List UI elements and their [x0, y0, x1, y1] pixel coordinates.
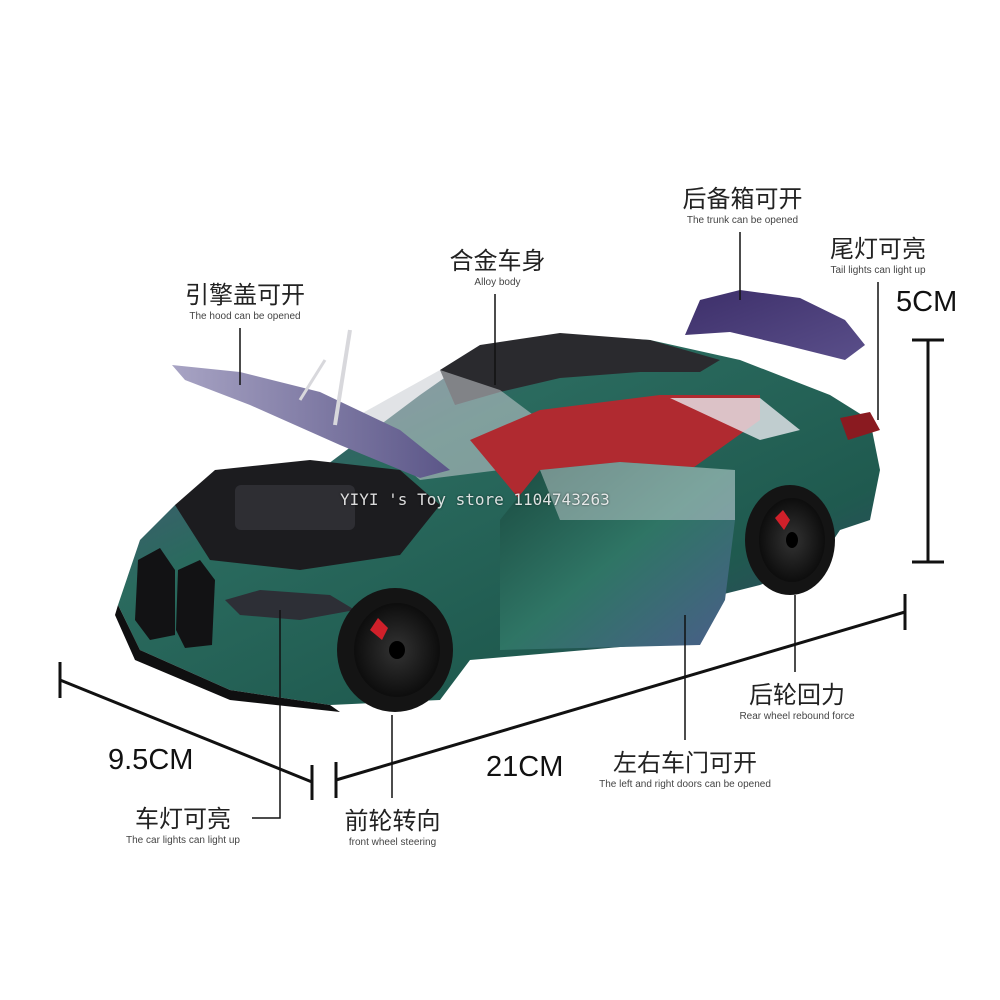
front-wheel [337, 588, 453, 712]
car-roof [440, 333, 720, 405]
label-doors-en: The left and right doors can be opened [599, 779, 771, 790]
label-taillights: 尾灯可亮 Tail lights can light up [808, 234, 948, 278]
label-body-cn: 合金车身 [449, 247, 546, 275]
label-rear-wheel-en: Rear wheel rebound force [739, 711, 855, 722]
label-hood-cn: 引擎盖可开 [185, 281, 305, 309]
door-window [540, 462, 735, 520]
engine-cover [235, 485, 355, 530]
label-hood: 引擎盖可开 The hood can be opened [165, 280, 325, 324]
front-grille [135, 548, 175, 640]
label-headlights-cn: 车灯可亮 [135, 805, 231, 833]
label-taillights-cn: 尾灯可亮 [830, 235, 926, 263]
label-front-wheel-en: front wheel steering [348, 837, 437, 848]
label-front-wheel: 前轮转向 front wheel steering [330, 806, 455, 850]
label-headlights: 车灯可亮 The car lights can light up [108, 804, 258, 848]
hood-strut [333, 329, 352, 426]
label-doors-cn: 左右车门可开 [613, 749, 757, 777]
rear-wheel [745, 485, 835, 595]
tail-light [840, 412, 880, 440]
dimension-length: 21CM [486, 751, 564, 783]
dimension-width: 9.5CM [108, 744, 194, 776]
label-rear-wheel: 后轮回力 Rear wheel rebound force [722, 680, 872, 724]
label-body: 合金车身 Alloy body [430, 246, 565, 290]
label-taillights-en: Tail lights can light up [830, 265, 926, 276]
open-trunk [685, 290, 865, 360]
label-doors: 左右车门可开 The left and right doors can be o… [585, 748, 785, 792]
label-trunk-en: The trunk can be opened [686, 215, 799, 226]
front-splitter [115, 605, 340, 712]
dimension-height: 5CM [896, 286, 958, 318]
label-rear-wheel-cn: 后轮回力 [749, 681, 845, 709]
label-body-en: Alloy body [474, 277, 521, 288]
label-trunk: 后备箱可开 The trunk can be opened [665, 184, 820, 228]
mirror-arm [298, 359, 327, 401]
label-trunk-cn: 后备箱可开 [682, 185, 803, 213]
front-grille [176, 560, 215, 648]
label-hood-en: The hood can be opened [189, 311, 301, 322]
dimension-lines [58, 338, 944, 800]
label-headlights-en: The car lights can light up [126, 835, 240, 846]
rear-window [670, 398, 800, 440]
open-hood [172, 365, 450, 478]
watermark-text: YIYI 's Toy store 1104743263 [340, 490, 610, 509]
open-door [500, 462, 735, 650]
headlight [225, 590, 355, 620]
label-front-wheel-cn: 前轮转向 [344, 807, 441, 835]
